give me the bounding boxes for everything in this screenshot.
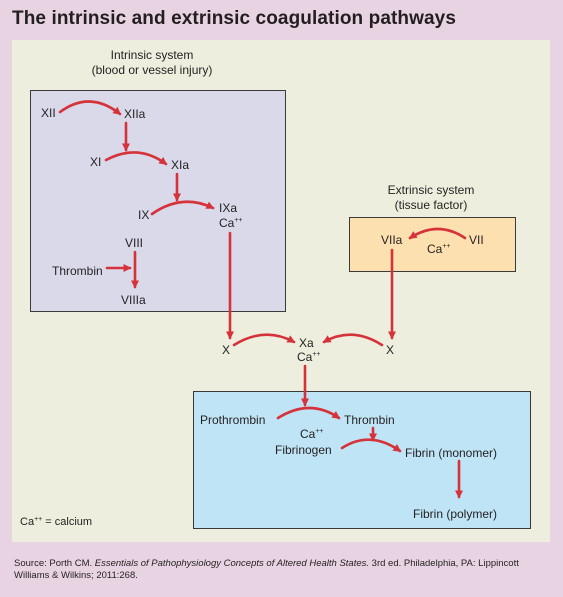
thrombin-label: Thrombin <box>344 413 395 427</box>
factor-viiia: VIIIa <box>121 293 146 307</box>
fibrinogen-label: Fibrinogen <box>275 443 332 457</box>
factor-viii: VIII <box>125 236 144 250</box>
thrombin-intrinsic: Thrombin <box>52 264 103 278</box>
calcium-legend: Ca++ = calcium <box>20 516 93 528</box>
extrinsic-subheading: (tissue factor) <box>394 198 468 212</box>
fibrin-polymer-label: Fibrin (polymer) <box>413 507 498 521</box>
calcium-extrinsic: Ca++ <box>427 242 451 256</box>
prothrombin-label: Prothrombin <box>200 413 266 427</box>
extrinsic-heading: Extrinsic system <box>387 183 475 197</box>
factor-xii: XII <box>41 106 56 120</box>
calcium-convergence: Ca++ <box>297 350 321 364</box>
intrinsic-system-box <box>30 90 286 312</box>
arrow-xi-to-xia <box>104 151 168 166</box>
arrow-vii-to-viia <box>408 227 467 240</box>
factor-vii: VII <box>469 233 484 247</box>
arrow-xii-to-xiia <box>58 100 122 116</box>
arrow-ix-to-ixa <box>150 200 215 216</box>
intrinsic-heading: Intrinsic system <box>110 48 194 62</box>
common-pathway-box <box>193 391 531 529</box>
arrow-x-right-to-xa <box>322 333 384 347</box>
source-citation: Source: Porth CM. Essentials of Pathophy… <box>14 558 519 581</box>
factor-x-right: X <box>386 343 395 357</box>
calcium-common: Ca++ <box>300 427 324 441</box>
arrow-x-left-to-xa <box>232 333 296 347</box>
arrow-prothrombin-to-thrombin <box>276 406 341 420</box>
intrinsic-subheading: (blood or vessel injury) <box>91 63 213 77</box>
factor-xia: XIa <box>171 158 190 172</box>
factor-xiia: XIIa <box>124 107 146 121</box>
extrinsic-system-box <box>349 217 516 272</box>
factor-xi: XI <box>90 155 102 169</box>
factor-ixa: IXa <box>219 201 238 215</box>
calcium-intrinsic: Ca++ <box>219 216 243 230</box>
page-title: The intrinsic and extrinsic coagulation … <box>12 8 457 29</box>
fibrin-monomer-label: Fibrin (monomer) <box>405 446 498 460</box>
factor-xa: Xa <box>299 336 314 350</box>
arrow-fibrinogen-to-fibrin <box>340 438 402 453</box>
factor-ix: IX <box>138 208 150 222</box>
factor-x-left: X <box>222 343 231 357</box>
factor-viia: VIIa <box>381 233 403 247</box>
